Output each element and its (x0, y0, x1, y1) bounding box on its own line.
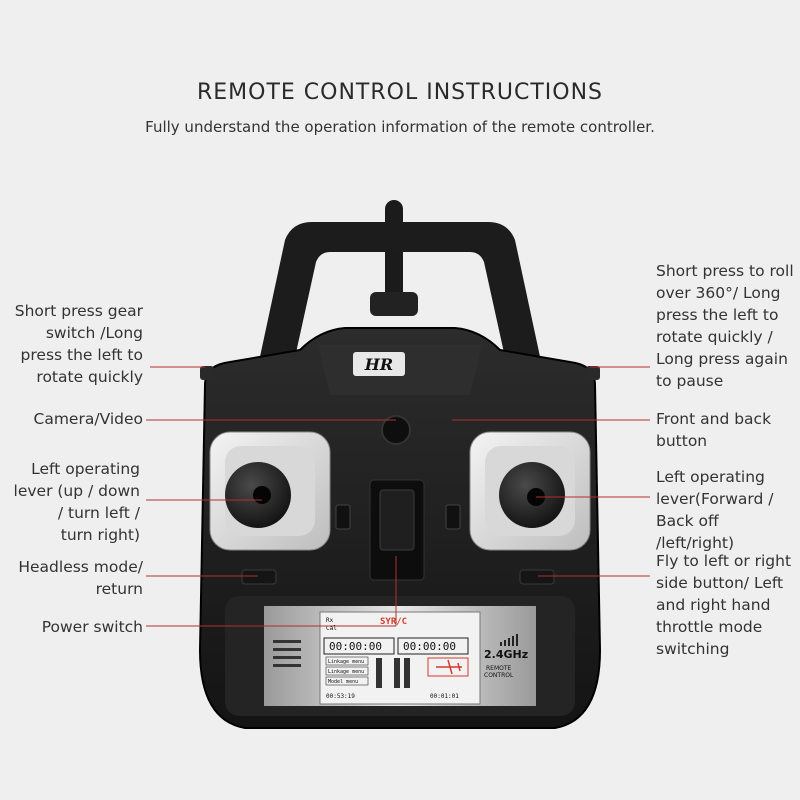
label-gear-switch: Short press gear switch /Long press the … (14, 302, 143, 386)
plane-icon (436, 659, 462, 675)
fly-side-button[interactable] (519, 569, 555, 585)
left-trim-switch[interactable] (335, 504, 351, 530)
signal-bars-icon (500, 634, 518, 646)
headless-mode-button[interactable] (241, 569, 277, 585)
label-front-back: Front and back button (656, 410, 772, 450)
label-camera-video: Camera/Video (33, 410, 143, 428)
antenna (370, 200, 418, 316)
lcd-cal: Cal (326, 625, 337, 632)
lcd-timer-left: 00:00:00 (329, 640, 382, 653)
right-stick-assembly[interactable] (469, 431, 591, 551)
lcd-brand: SYR/C (380, 617, 407, 627)
power-switch[interactable] (379, 489, 415, 551)
lcd-plane-box (427, 657, 469, 677)
lcd-timer-right: 00:00:00 (403, 640, 456, 653)
logo-text: HR (364, 355, 393, 374)
label-left-lever: Left operating lever (up / down / turn l… (13, 460, 140, 544)
lcd-rx: Rx (326, 617, 334, 624)
page-title: REMOTE CONTROL INSTRUCTIONS (196, 80, 603, 105)
page-subtitle: Fully understand the operation informati… (145, 118, 655, 136)
label-right-lever: Left operating lever(Forward / Back off … (656, 468, 774, 552)
lcd-bar-2 (394, 658, 400, 688)
gear-switch-button[interactable] (200, 366, 214, 380)
lcd-bar-1 (376, 658, 382, 688)
lcd-menu-3: Model menu (328, 679, 358, 685)
lcd-menu-1: Linkage menu (328, 659, 364, 665)
lcd-remote-line: REMOTE (486, 665, 512, 672)
label-power-switch: Power switch (41, 618, 143, 636)
lcd-freq: 2.4GHz (484, 648, 528, 661)
lcd-time-bottom-right: 00:01:01 (430, 693, 459, 700)
lcd-menu-2: Linkage menu (328, 669, 364, 675)
front-back-button[interactable] (445, 504, 461, 530)
speaker-grille (273, 640, 301, 667)
lcd-control-line: CONTROL (484, 672, 514, 679)
logo-badge (353, 352, 405, 376)
left-stick-assembly[interactable] (209, 431, 331, 551)
label-headless: Headless mode/ return (18, 558, 143, 598)
label-roll: Short press to roll over 360°/ Long pres… (656, 262, 794, 390)
lcd-remote-control: REMOTE CONTROL (484, 665, 514, 679)
roll-button[interactable] (586, 366, 600, 380)
label-fly-side: Fly to left or right side button/ Left a… (656, 552, 792, 658)
lcd-time-bottom-left: 00:53:19 (326, 693, 355, 700)
lcd-bar-3 (404, 658, 410, 688)
callout-lines (146, 366, 650, 627)
camera-video-button[interactable] (381, 415, 411, 445)
